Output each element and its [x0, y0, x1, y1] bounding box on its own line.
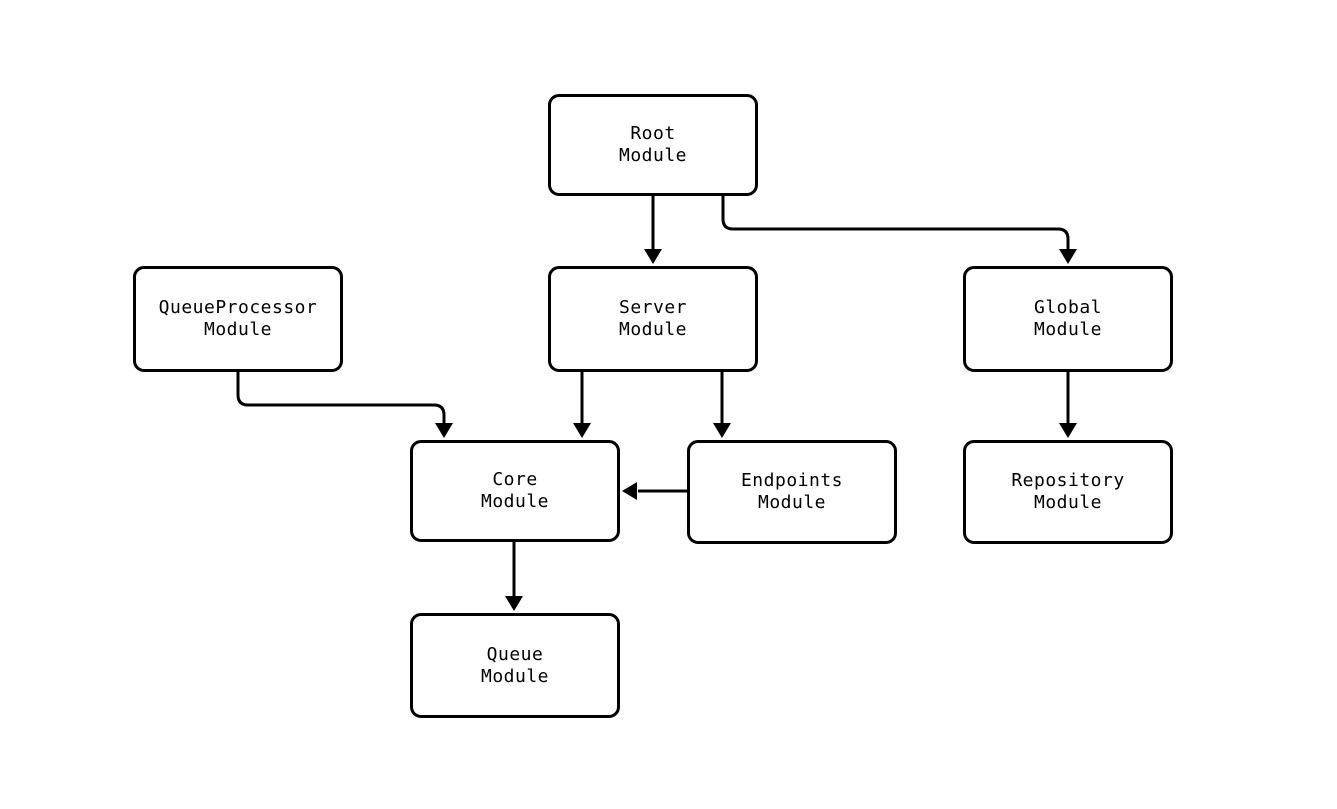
node-global-module-line1: Global	[1033, 297, 1103, 318]
arrowhead-global-repository	[1059, 423, 1077, 438]
node-repository-module[interactable]: Repository Module	[963, 440, 1173, 544]
node-server-module[interactable]: Server Module	[548, 266, 758, 372]
edge-queueprocessor-core	[236, 372, 446, 424]
node-endpoints-module-line1: Endpoints	[740, 470, 844, 491]
node-server-module-line1: Server	[618, 297, 688, 318]
arrowhead-endpoints-core	[622, 482, 637, 500]
node-queueprocessor-module[interactable]: QueueProcessor Module	[133, 266, 343, 372]
arrowhead-core-queue	[505, 596, 523, 611]
node-root-module-line2: Module	[618, 145, 688, 166]
node-queue-module-line2: Module	[480, 665, 550, 687]
node-queueprocessor-module-line1: QueueProcessor	[158, 297, 318, 318]
node-global-module-line2: Module	[1033, 319, 1103, 340]
node-queueprocessor-module-line2: Module	[203, 319, 273, 340]
node-root-module[interactable]: Root Module	[548, 94, 758, 196]
node-endpoints-module[interactable]: Endpoints Module	[687, 440, 897, 544]
node-core-module-line1: Core	[492, 469, 538, 490]
node-root-module-line1: Root	[630, 123, 676, 144]
node-queue-module-line1: Queue	[486, 643, 544, 665]
node-repository-module-line2: Module	[1033, 492, 1103, 513]
arrowhead-root-global	[1059, 249, 1077, 264]
edge-root-global	[721, 196, 1070, 250]
node-queue-module[interactable]: Queue Module	[410, 613, 620, 718]
node-global-module[interactable]: Global Module	[963, 266, 1173, 372]
node-core-module-line2: Module	[480, 491, 550, 512]
arrowhead-queueprocessor-core	[435, 423, 453, 438]
node-server-module-line2: Module	[618, 319, 688, 340]
node-endpoints-module-line2: Module	[757, 492, 827, 513]
arrowhead-root-server	[644, 249, 662, 264]
arrowhead-server-endpoints	[713, 423, 731, 438]
node-repository-module-line1: Repository	[1011, 470, 1125, 491]
arrowhead-server-core	[573, 423, 591, 438]
node-core-module[interactable]: Core Module	[410, 440, 620, 542]
